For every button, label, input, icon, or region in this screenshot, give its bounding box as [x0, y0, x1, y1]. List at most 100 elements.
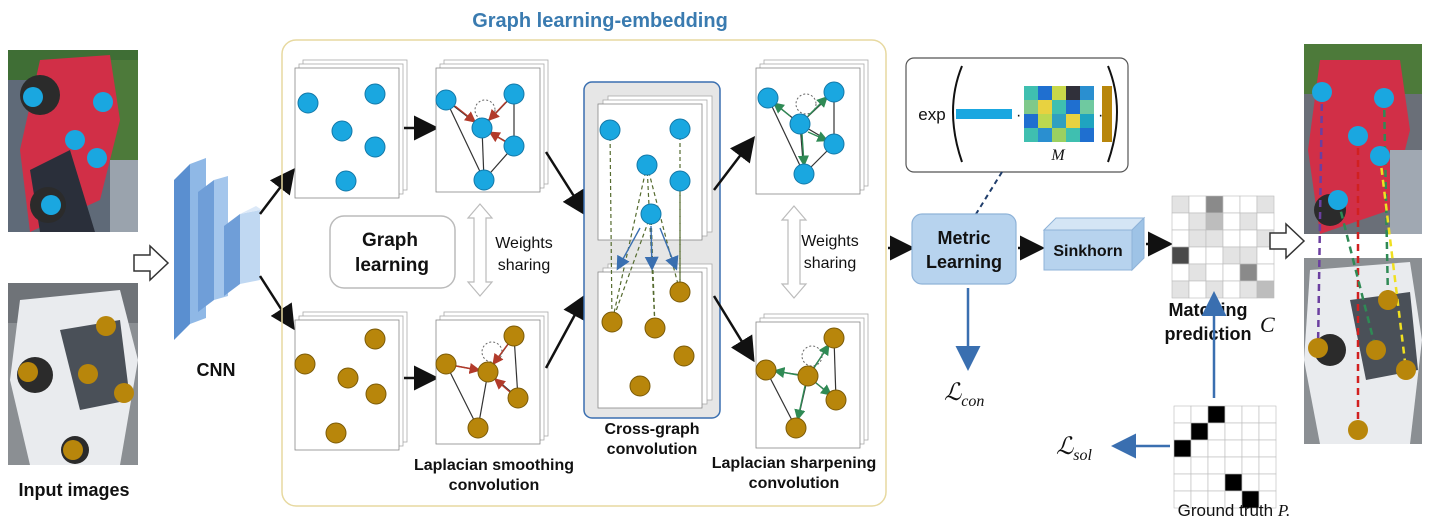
grid-cell — [1171, 229, 1190, 248]
grid-cell — [1239, 280, 1258, 299]
grid-cell — [1171, 280, 1190, 299]
grid-cell — [1224, 405, 1243, 424]
stack-sharpening-top — [755, 59, 869, 195]
weights-sharing-label-1a: Weights — [495, 235, 553, 252]
weights-sharing-arrow-1 — [466, 203, 494, 297]
grid-cell — [1241, 439, 1260, 458]
cross-graph-panel — [583, 81, 721, 419]
grid-cell — [1258, 439, 1277, 458]
laplacian-smoothing-label-1: Laplacian smoothing — [414, 457, 574, 474]
ground-truth-label: Ground truth P. — [1178, 501, 1291, 520]
grid-cell — [1173, 456, 1192, 475]
grid-cell — [1222, 212, 1241, 231]
output-top-keypoints — [1312, 82, 1394, 210]
arrow-cnn-to-bottom — [258, 275, 295, 331]
arrow-to-cross-bottom — [544, 293, 587, 369]
grid-cell — [1188, 246, 1207, 265]
cnn-block — [174, 158, 262, 340]
ground-truth-grid — [1173, 405, 1277, 509]
svg-text:·: · — [1016, 107, 1021, 124]
laplacian-sharpening-label-2: convolution — [749, 475, 840, 492]
svg-text:·: · — [1098, 107, 1103, 124]
grid-cell — [1207, 456, 1226, 475]
graph-learning-label-1: Graph — [362, 230, 418, 251]
grid-cell — [1224, 473, 1243, 492]
grid-cell — [1222, 263, 1241, 282]
metric-learning-box — [911, 213, 1017, 285]
grid-cell — [1258, 422, 1277, 441]
grid-cell — [1171, 263, 1190, 282]
diagram-title: Graph learning-embedding — [472, 10, 728, 32]
grid-cell — [1207, 405, 1226, 424]
grid-cell — [1205, 195, 1224, 214]
arrow-to-sharpening-bottom — [712, 295, 755, 363]
grid-cell — [1239, 246, 1258, 265]
input-image-top-keypoints — [23, 87, 113, 215]
grid-cell — [1256, 195, 1275, 214]
sinkhorn-box — [1042, 216, 1146, 272]
grid-cell — [1205, 280, 1224, 299]
grid-cell — [1207, 422, 1226, 441]
grid-cell — [1190, 473, 1209, 492]
arrow-to-cross-top — [544, 151, 587, 217]
cross-graph-label-2: convolution — [607, 441, 698, 458]
grid-cell — [1190, 439, 1209, 458]
graph-learning-box — [329, 215, 456, 289]
input-image-bottom-keypoints — [18, 316, 134, 460]
grid-cell — [1222, 246, 1241, 265]
grid-cell — [1222, 229, 1241, 248]
grid-cell — [1173, 422, 1192, 441]
grid-cell — [1258, 405, 1277, 424]
graph-learning-label-2: learning — [355, 255, 429, 276]
laplacian-sharpening-label-1: Laplacian sharpening — [712, 455, 876, 472]
grid-cell — [1258, 473, 1277, 492]
stack-input-bottom — [294, 311, 408, 451]
stack-input-top — [294, 59, 408, 199]
grid-cell — [1173, 405, 1192, 424]
matrix-symbol: M — [1050, 147, 1066, 164]
grid-cell — [1205, 263, 1224, 282]
output-bottom-keypoints — [1308, 290, 1416, 440]
grid-cell — [1241, 422, 1260, 441]
grid-cell — [1222, 280, 1241, 299]
grid-cell — [1173, 473, 1192, 492]
grid-cell — [1188, 212, 1207, 231]
metric-formula-box: exp · · M — [905, 57, 1129, 173]
grid-cell — [1224, 456, 1243, 475]
grid-cell — [1224, 439, 1243, 458]
grid-cell — [1205, 246, 1224, 265]
grid-cell — [1241, 405, 1260, 424]
grid-cell — [1258, 490, 1277, 509]
grid-cell — [1205, 229, 1224, 248]
cnn-label: CNN — [197, 360, 236, 380]
formula-link-dashed — [975, 171, 1003, 215]
hollow-arrow-to-cnn — [133, 244, 170, 282]
metric-learning-label-1: Metric — [937, 228, 990, 248]
arrow-to-sharpening-top — [713, 136, 756, 191]
loss-sol: ℒsol — [1056, 434, 1093, 464]
stack-smoothing-top — [435, 59, 549, 193]
grid-cell — [1239, 229, 1258, 248]
weights-sharing-label-2b: sharing — [804, 255, 856, 272]
stack-sharpening-bottom — [755, 313, 869, 449]
grid-cell — [1188, 195, 1207, 214]
grid-cell — [1207, 473, 1226, 492]
grid-cell — [1256, 280, 1275, 299]
grid-cell — [1205, 212, 1224, 231]
grid-cell — [1207, 439, 1226, 458]
matching-prediction-grid — [1171, 195, 1275, 299]
grid-cell — [1224, 422, 1243, 441]
hollow-arrow-to-output — [1269, 222, 1306, 260]
grid-cell — [1256, 212, 1275, 231]
grid-cell — [1171, 195, 1190, 214]
grid-cell — [1173, 439, 1192, 458]
weights-sharing-label-2a: Weights — [801, 233, 859, 250]
matching-label-2: prediction — [1164, 324, 1251, 344]
grid-cell — [1239, 195, 1258, 214]
grid-cell — [1188, 280, 1207, 299]
graph-learning-frame — [281, 39, 887, 507]
grid-cell — [1171, 246, 1190, 265]
grid-cell — [1171, 212, 1190, 231]
sinkhorn-label: Sinkhorn — [1053, 243, 1122, 260]
